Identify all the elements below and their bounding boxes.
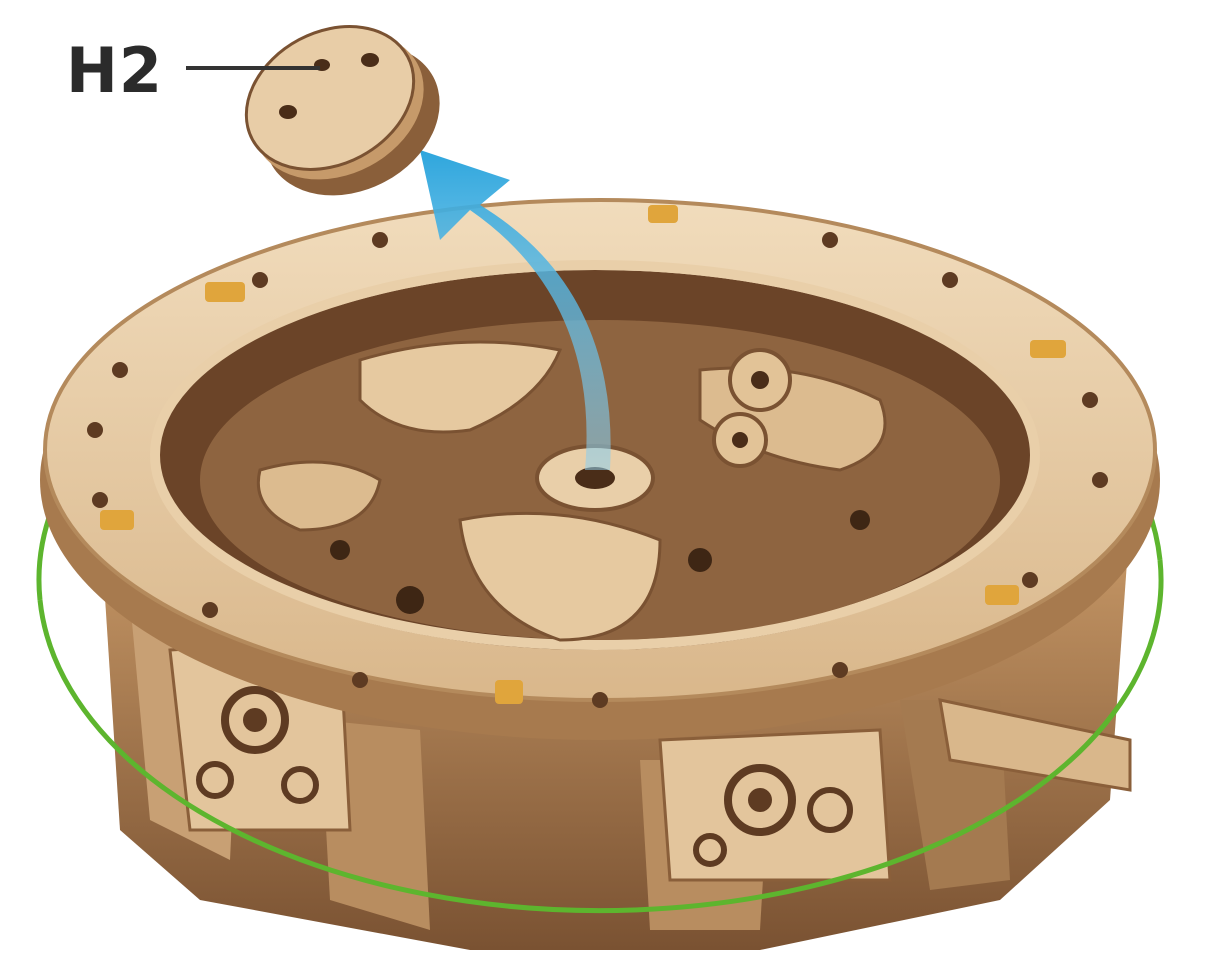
peg [648, 205, 678, 223]
peg [100, 510, 134, 530]
peg [985, 585, 1019, 605]
ornament-bracket-right [660, 730, 890, 880]
peg [495, 680, 523, 704]
peg [1030, 340, 1066, 358]
peg [205, 282, 245, 302]
part-label-h2: H2 [66, 34, 163, 107]
